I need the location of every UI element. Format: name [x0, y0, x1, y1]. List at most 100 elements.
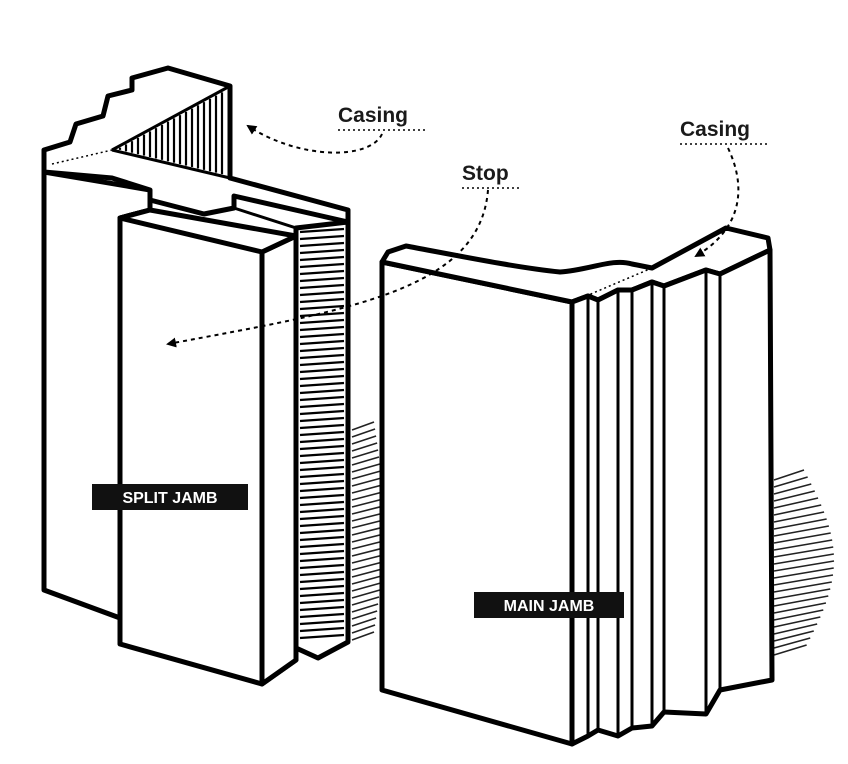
split-jamb-front-top	[117, 207, 299, 255]
hatch-line	[351, 470, 381, 480]
hatch-line	[299, 507, 345, 514]
hatch-line	[299, 388, 345, 395]
hatch-line	[299, 535, 345, 542]
hatch-line	[299, 276, 345, 283]
hatch-line	[299, 493, 345, 500]
stop-label: Stop	[462, 162, 509, 185]
hatch-line	[299, 304, 345, 311]
main-jamb-shadow-left	[351, 421, 385, 641]
hatch-line	[351, 554, 384, 564]
hatch-line	[773, 623, 818, 635]
hatch-line	[299, 248, 345, 255]
hatch-line	[773, 532, 831, 544]
hatch-line	[351, 428, 376, 438]
hatch-line	[299, 402, 345, 409]
hatch-line	[351, 526, 385, 536]
hatch-line	[773, 518, 827, 530]
hatch-line	[773, 602, 827, 614]
hatch-line	[299, 241, 345, 248]
hatch-line	[351, 603, 379, 613]
hatch-line	[351, 449, 379, 459]
hatch-line	[351, 442, 378, 452]
hatch-line	[299, 577, 345, 584]
hatch-line	[773, 644, 807, 656]
stop-leader	[166, 189, 489, 348]
hatch-line	[773, 539, 833, 551]
hatch-line	[299, 409, 345, 416]
main-jamb-flutes	[586, 270, 722, 736]
hatch-line	[351, 491, 383, 501]
hatch-line	[299, 479, 345, 486]
slot-hatch	[299, 227, 345, 640]
hatch-line	[299, 262, 345, 269]
casing-left-leader	[246, 124, 383, 154]
hatch-line	[299, 290, 345, 297]
hatch-line	[351, 463, 381, 473]
hatch-line	[351, 624, 376, 634]
hatch-line	[299, 395, 345, 402]
hatch-line	[299, 451, 345, 458]
hatch-line	[299, 283, 345, 290]
hatch-line	[299, 227, 345, 234]
hatch-line	[351, 505, 384, 515]
hatch-line	[299, 591, 345, 598]
hatch-line	[299, 311, 345, 318]
casing-left-label: Casing	[338, 104, 408, 127]
hatch-line	[351, 421, 375, 431]
hatch-line	[299, 570, 345, 577]
hatch-line	[773, 609, 824, 621]
hatch-line	[773, 511, 825, 523]
hatch-line	[773, 595, 829, 607]
hatch-line	[351, 596, 380, 606]
hatch-line	[351, 477, 382, 487]
split-jamb-label: SPLIT JAMB	[122, 490, 217, 507]
hatch-line	[351, 589, 381, 599]
hatch-line	[773, 469, 805, 481]
hatch-line	[299, 353, 345, 360]
hatch-line	[773, 560, 835, 572]
hatch-line	[299, 486, 345, 493]
hatch-line	[299, 521, 345, 528]
split-jamb-tag: SPLIT JAMB	[92, 484, 248, 510]
hatch-line	[351, 540, 384, 550]
hatch-line	[299, 381, 345, 388]
hatch-line	[351, 631, 375, 641]
hatch-line	[351, 561, 383, 571]
casing-groove-edge	[111, 84, 231, 152]
hatch-line	[773, 525, 830, 537]
hatch-line	[773, 483, 812, 495]
main-jamb-label: MAIN JAMB	[504, 598, 595, 615]
hatch-line	[299, 367, 345, 374]
hatch-line	[299, 619, 345, 626]
hatch-line	[299, 549, 345, 556]
hatch-line	[351, 582, 381, 592]
hatch-line	[299, 318, 345, 325]
hatch-line	[351, 617, 377, 627]
split-jamb-top	[41, 65, 351, 225]
main-jamb-drawing	[351, 225, 835, 747]
casing-right-label: Casing	[680, 118, 750, 141]
casing-groove-hatch	[118, 92, 224, 175]
split-jamb-front-side	[259, 233, 299, 687]
hatch-line	[299, 458, 345, 465]
hatch-line	[299, 612, 345, 619]
top-dash	[51, 149, 113, 165]
hatch-line	[299, 500, 345, 507]
hatch-line	[773, 476, 808, 488]
main-jamb-side-face	[569, 247, 775, 747]
hatch-line	[299, 416, 345, 423]
hatch-line	[299, 297, 345, 304]
hatch-line	[773, 490, 815, 502]
hatch-line	[299, 598, 345, 605]
hatch-line	[351, 512, 384, 522]
hatch-line	[773, 574, 834, 586]
hatch-line	[773, 581, 832, 593]
hatch-line	[351, 547, 384, 557]
hatch-line	[351, 568, 383, 578]
hatch-line	[299, 346, 345, 353]
hatch-line	[299, 472, 345, 479]
hatch-line	[351, 519, 385, 529]
hatch-line	[299, 605, 345, 612]
hatch-line	[299, 339, 345, 346]
